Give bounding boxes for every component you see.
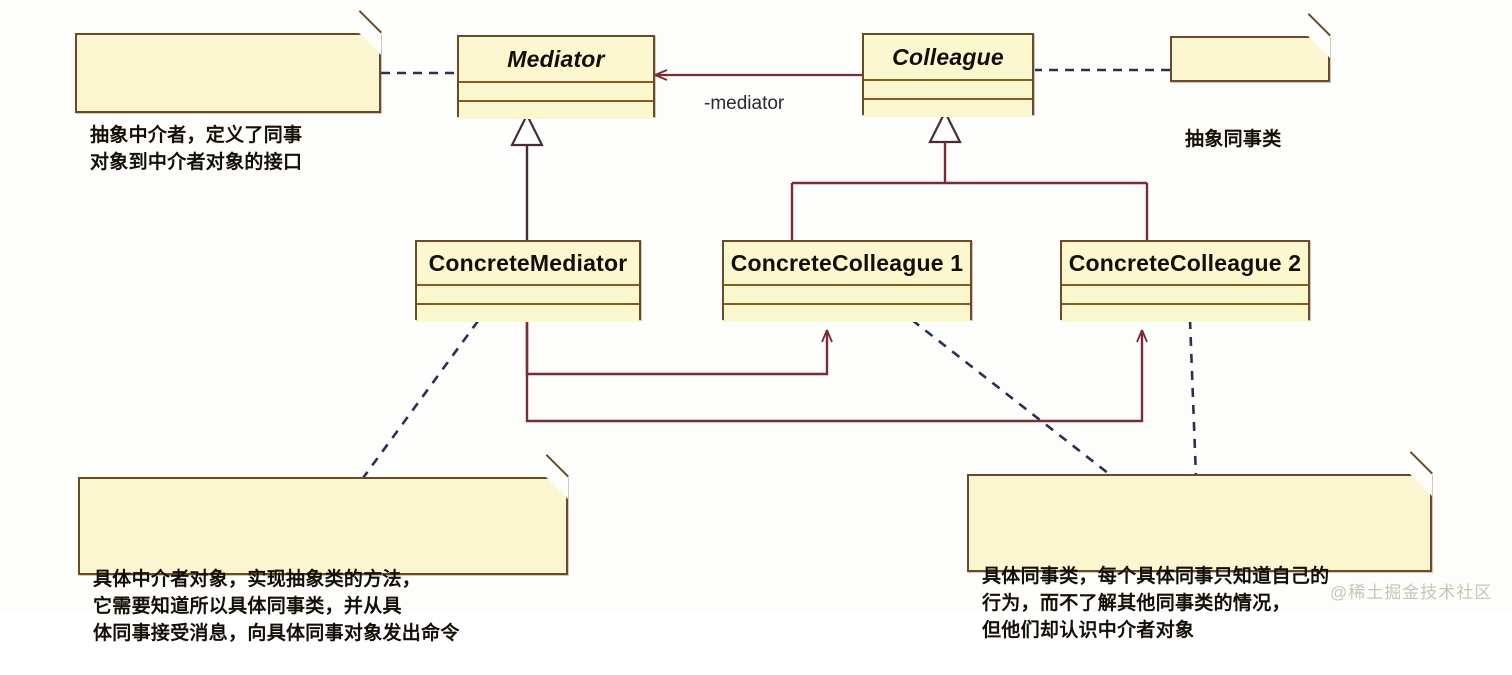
association-label-mediator-role: -mediator [704, 93, 785, 114]
class-box-colleague[interactable]: Colleague [862, 33, 1034, 117]
note-fold-line-icon [1409, 451, 1433, 475]
note-fold-icon [1308, 36, 1330, 58]
uml-diagram-canvas: Mediator Colleague ConcreteMediator Conc… [75, 10, 1493, 644]
class-title-concrete-colleague-2: ConcreteColleague 2 [1068, 249, 1302, 276]
note-fold-line-icon [545, 454, 569, 478]
note-fold-icon [359, 33, 381, 55]
note-fold-line-icon [358, 10, 382, 34]
class-title-concrete-mediator: ConcreteMediator [428, 249, 628, 276]
class-attributes-mediator [459, 81, 653, 100]
class-operations-colleague [864, 98, 1032, 117]
class-box-concrete-colleague-2[interactable]: ConcreteColleague 2 [1060, 240, 1310, 322]
dependency-note-concrete-mediator [361, 320, 480, 479]
class-box-concrete-mediator[interactable]: ConcreteMediator [415, 240, 641, 322]
association-mediator-colleague1 [525, 320, 833, 376]
note-concrete-colleague-text: 具体同事类，每个具体同事只知道自己的 行为，而不了解其他同事类的情况， 但他们却… [982, 565, 1330, 641]
class-title-mediator: Mediator [507, 45, 605, 72]
class-attributes-concrete-mediator [417, 284, 639, 303]
class-operations-mediator [459, 100, 653, 119]
class-attributes-concrete-colleague-1 [724, 284, 970, 303]
class-title-colleague: Colleague [892, 43, 1004, 70]
class-attributes-colleague [864, 79, 1032, 98]
note-fold-line-icon [1307, 13, 1331, 37]
class-attributes-concrete-colleague-2 [1062, 284, 1308, 303]
dependency-note-concrete-colleague-2 [1188, 319, 1198, 478]
class-title-concrete-colleague-1: ConcreteColleague 1 [730, 249, 964, 276]
note-mediator-text: 抽象中介者，定义了同事 对象到中介者对象的接口 [90, 124, 303, 173]
watermark: @稀土掘金技术社区 [1330, 583, 1493, 602]
note-concrete-colleague[interactable]: 具体同事类，每个具体同事只知道自己的 行为，而不了解其他同事类的情况， 但他们却… [967, 451, 1433, 641]
class-operations-concrete-mediator [417, 303, 639, 322]
note-concrete-mediator[interactable]: 具体中介者对象，实现抽象类的方法， 它需要知道所以具体同事类，并从具 体同事接受… [78, 454, 569, 644]
note-colleague[interactable]: 抽象同事类 [1170, 13, 1331, 150]
generalization-triangle-mediator [510, 112, 544, 147]
note-concrete-mediator-text: 具体中介者对象，实现抽象类的方法， 它需要知道所以具体同事类，并从具 体同事接受… [93, 568, 460, 644]
dependency-note-concrete-colleague-1 [911, 318, 1114, 479]
note-fold-icon [546, 477, 568, 499]
association-mediator-colleague2 [525, 320, 1148, 423]
class-box-mediator[interactable]: Mediator [457, 35, 655, 119]
class-box-concrete-colleague-1[interactable]: ConcreteColleague 1 [722, 240, 972, 322]
class-operations-concrete-colleague-1 [724, 303, 970, 322]
note-colleague-text: 抽象同事类 [1185, 128, 1282, 150]
class-operations-concrete-colleague-2 [1062, 303, 1308, 322]
note-fold-icon [1410, 474, 1432, 496]
note-mediator[interactable]: 抽象中介者，定义了同事 对象到中介者对象的接口 [75, 10, 382, 173]
